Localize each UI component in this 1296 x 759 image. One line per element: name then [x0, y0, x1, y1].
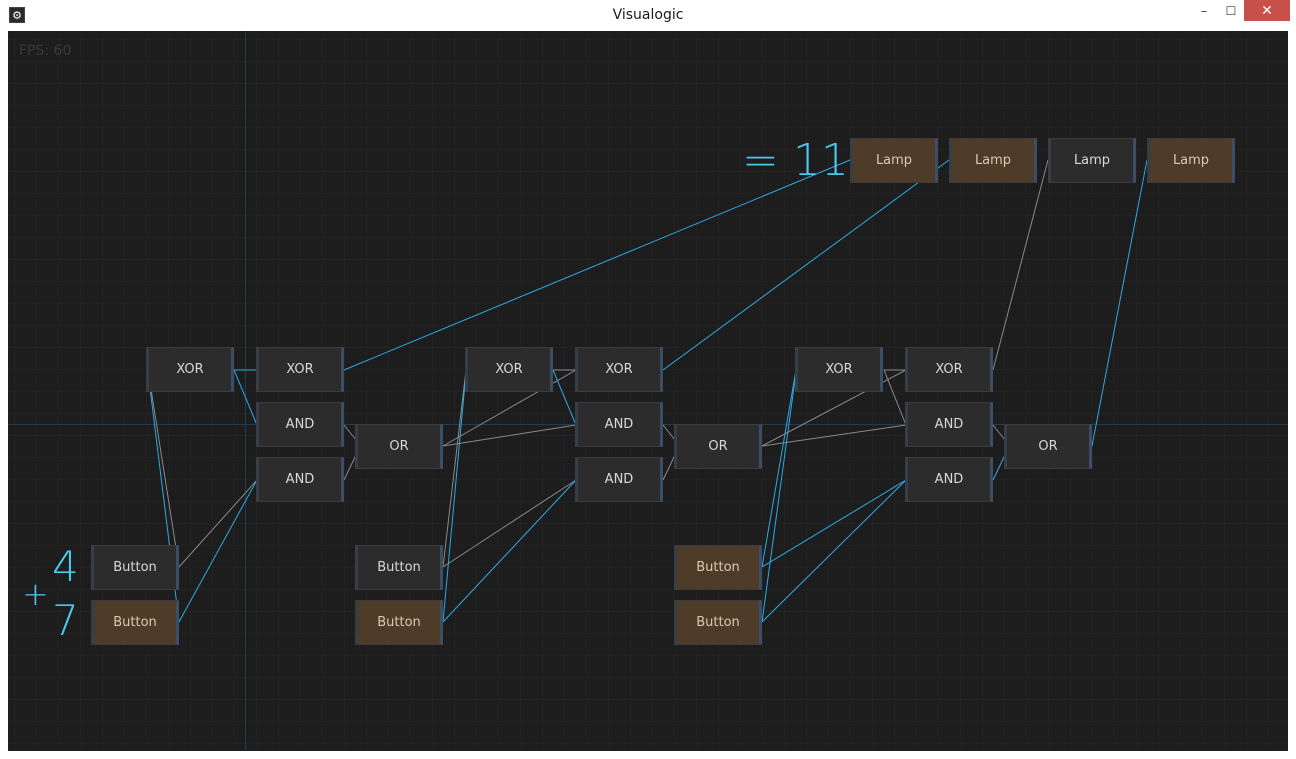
- and-gate[interactable]: AND: [256, 457, 344, 502]
- xor-gate[interactable]: XOR: [905, 347, 993, 392]
- lamp[interactable]: Lamp: [1048, 138, 1136, 183]
- input-button[interactable]: Button: [355, 600, 443, 645]
- fps-counter: FPS: 60: [19, 43, 72, 59]
- lamp[interactable]: Lamp: [949, 138, 1037, 183]
- close-button[interactable]: ✕: [1244, 0, 1290, 21]
- and-gate[interactable]: AND: [575, 402, 663, 447]
- xor-gate[interactable]: XOR: [575, 347, 663, 392]
- input-button[interactable]: Button: [91, 600, 179, 645]
- xor-gate[interactable]: XOR: [256, 347, 344, 392]
- window-title: Visualogic: [612, 7, 684, 23]
- xor-gate[interactable]: XOR: [795, 347, 883, 392]
- result-label: = 11: [742, 135, 849, 186]
- operand-b-label: 7: [52, 596, 79, 645]
- input-button[interactable]: Button: [674, 600, 762, 645]
- minimize-button[interactable]: –: [1201, 3, 1207, 18]
- or-gate[interactable]: OR: [355, 424, 443, 469]
- maximize-button[interactable]: ☐: [1225, 3, 1237, 18]
- vertical-axis-line: [245, 31, 246, 751]
- title-bar: ⚙ Visualogic – ☐ ✕: [0, 0, 1296, 31]
- input-button[interactable]: Button: [674, 545, 762, 590]
- xor-gate[interactable]: XOR: [465, 347, 553, 392]
- and-gate[interactable]: AND: [905, 457, 993, 502]
- and-gate[interactable]: AND: [575, 457, 663, 502]
- and-gate[interactable]: AND: [905, 402, 993, 447]
- and-gate[interactable]: AND: [256, 402, 344, 447]
- input-button[interactable]: Button: [91, 545, 179, 590]
- plus-sign: +: [22, 575, 49, 613]
- app-gear-icon[interactable]: ⚙: [9, 7, 25, 23]
- xor-gate[interactable]: XOR: [146, 347, 234, 392]
- lamp[interactable]: Lamp: [1147, 138, 1235, 183]
- or-gate[interactable]: OR: [674, 424, 762, 469]
- or-gate[interactable]: OR: [1004, 424, 1092, 469]
- lamp[interactable]: Lamp: [850, 138, 938, 183]
- operand-a-label: 4: [52, 542, 79, 591]
- input-button[interactable]: Button: [355, 545, 443, 590]
